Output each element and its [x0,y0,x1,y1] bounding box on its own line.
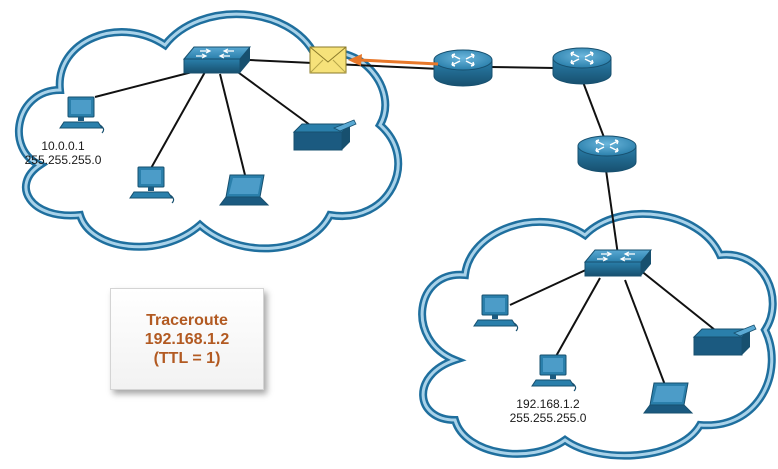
network-links [94,59,716,386]
info-title: Traceroute [146,311,228,329]
host-b-mask: 255.255.255.0 [509,411,587,425]
traceroute-info-box: Traceroute 192.168.1.2 (TTL = 1) [110,288,264,390]
host-a-ip: 10.0.0.1 [41,139,85,153]
info-ttl: (TTL = 1) [153,349,221,367]
router-1-icon[interactable] [433,49,493,87]
host-b-address-label: 192.168.1.2 255.255.255.0 [500,397,596,425]
host-a-address-label: 10.0.0.1 255.255.255.0 [18,139,108,167]
host-a-mask: 255.255.255.0 [24,153,102,167]
switch-b-icon[interactable] [584,249,652,277]
packet-arrow-icon [348,54,439,66]
envelope-icon [309,46,347,74]
router-2-icon[interactable] [552,47,612,85]
info-destination: 192.168.1.2 [144,330,230,348]
router-3-icon[interactable] [577,135,637,173]
host-b-ip: 192.168.1.2 [516,397,580,411]
switch-a-icon[interactable] [183,46,251,74]
cloud-a-icon [14,10,403,253]
